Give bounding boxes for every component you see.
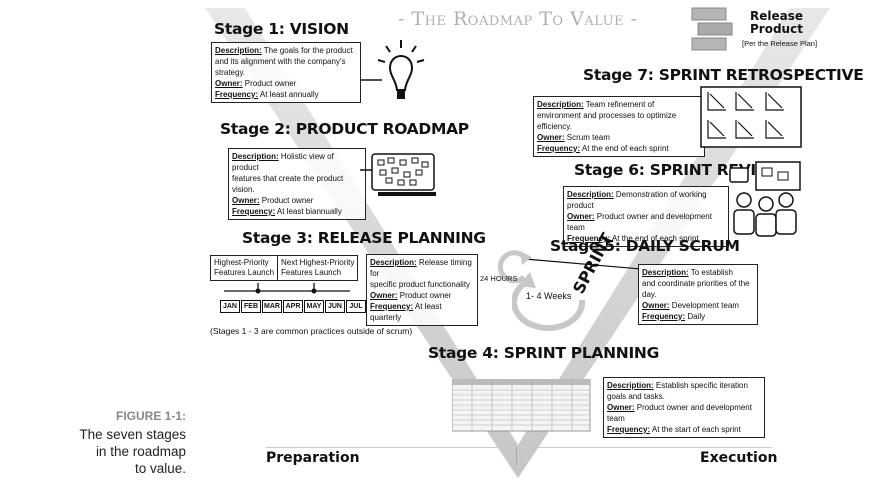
stage-3-box: Description: Release timing for specific… bbox=[366, 254, 478, 326]
release-product-title: Release Product bbox=[750, 9, 804, 36]
stage-1-title: Stage 1: VISION bbox=[214, 20, 349, 38]
daily-connector-line bbox=[525, 258, 642, 270]
stage-2-box: Description: Holistic view of product fe… bbox=[228, 148, 366, 220]
stage-4-title: Stage 4: SPRINT PLANNING bbox=[428, 344, 660, 362]
lightbulb-icon bbox=[360, 40, 425, 99]
weeks-label: 1- 4 Weeks bbox=[526, 291, 572, 301]
month-may: MAY bbox=[304, 300, 324, 313]
stages-note: (Stages 1 - 3 are common practices outsi… bbox=[210, 326, 413, 336]
stage-5-box: Description: To establish and coordinate… bbox=[638, 264, 758, 325]
footer-divider-tick bbox=[516, 447, 517, 465]
retrospective-grid-icon bbox=[700, 86, 802, 148]
month-jul: JUL bbox=[346, 300, 366, 313]
stage-5-title: Stage 5: DAILY SCRUM bbox=[550, 237, 740, 255]
month-feb: FEB bbox=[241, 300, 261, 313]
daily-cycle-arrow bbox=[497, 250, 532, 284]
stage-6-box: Description: Demonstration of working pr… bbox=[563, 186, 729, 247]
stage-7-title: Stage 7: SPRINT RETROSPECTIVE bbox=[583, 66, 864, 84]
release-product-icon bbox=[691, 7, 733, 51]
sprint-backlog-table bbox=[452, 379, 591, 432]
month-jan: JAN bbox=[220, 300, 240, 313]
footer-divider bbox=[266, 447, 772, 448]
stage-4-box: Description: Establish specific iteratio… bbox=[603, 377, 765, 438]
figure-label: FIGURE 1-1: bbox=[115, 409, 186, 423]
sprint-cycle-arrow bbox=[512, 272, 586, 331]
roadmap-title: - The Roadmap To Value - bbox=[398, 8, 638, 30]
stage-1-box: Description: The goals for the product a… bbox=[211, 42, 361, 103]
preparation-label: Preparation bbox=[266, 450, 360, 466]
review-meeting-icon bbox=[729, 161, 801, 237]
month-apr: APR bbox=[283, 300, 303, 313]
month-jun: JUN bbox=[325, 300, 345, 313]
figure-caption: The seven stages in the roadmap to value… bbox=[79, 427, 186, 476]
hours-label: 24 HOURS bbox=[480, 274, 518, 283]
stage-7-box: Description: Team refinement of environm… bbox=[533, 96, 705, 157]
execution-label: Execution bbox=[700, 450, 778, 466]
release-product-subtitle: [Per the Release Plan] bbox=[742, 39, 818, 48]
stage-2-title: Stage 2: PRODUCT ROADMAP bbox=[220, 120, 469, 138]
month-mar: MAR bbox=[262, 300, 282, 313]
roadmap-board-icon bbox=[360, 153, 436, 196]
release-timeline bbox=[224, 283, 350, 294]
stage-3-title: Stage 3: RELEASE PLANNING bbox=[242, 229, 486, 247]
